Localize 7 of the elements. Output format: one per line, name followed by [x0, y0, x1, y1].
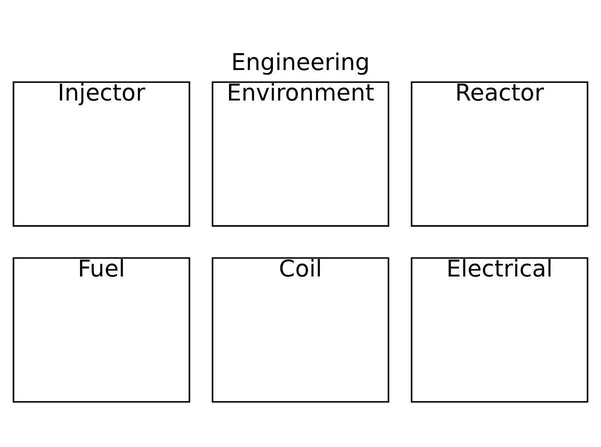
- node-box: Fuel: [12, 256, 190, 402]
- node-box: Coil: [212, 256, 390, 402]
- node-box: Injector: [12, 80, 190, 226]
- node-box: Reactor: [410, 80, 588, 226]
- node-box: Environment: [212, 80, 390, 226]
- diagram-title: Engineering: [231, 49, 370, 76]
- node-box: Electrical: [410, 256, 588, 402]
